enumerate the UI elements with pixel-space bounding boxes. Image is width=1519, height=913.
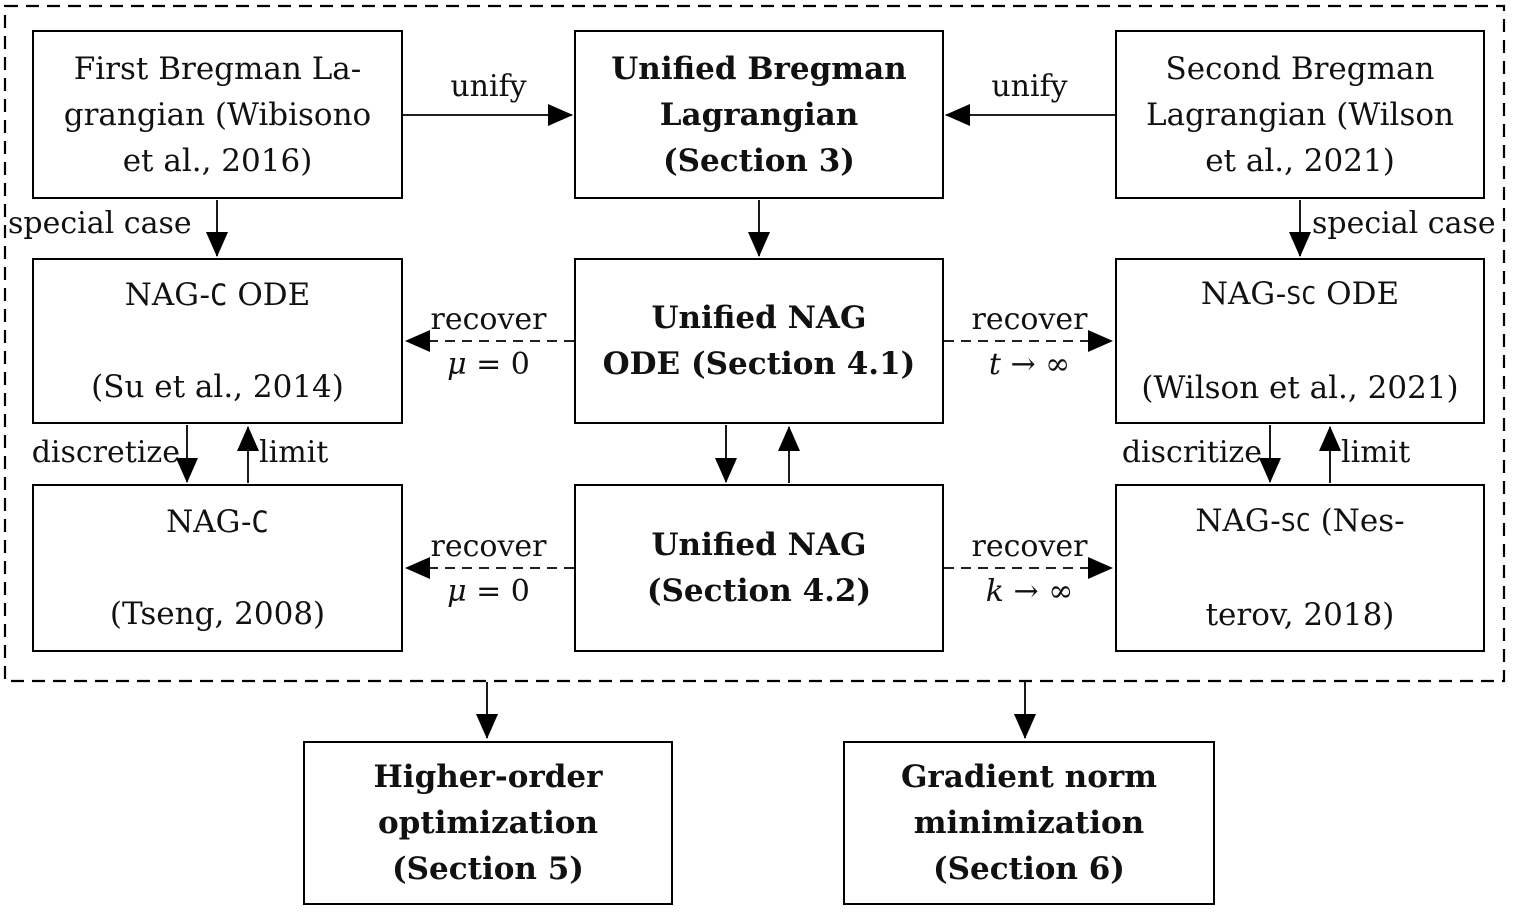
- label-mu-zero-alg: μ = 0: [403, 575, 574, 609]
- label-recover-alg-right: recover: [971, 529, 1088, 564]
- label-special-case-right: special case: [1312, 206, 1496, 241]
- label-recover-ode-left: recover: [430, 302, 547, 337]
- label-t-to-infinity-rest: → ∞: [1000, 347, 1071, 382]
- box-nag-sc-label: NAG-SC (Nes- terov, 2018): [1195, 452, 1404, 684]
- box-second-bregman-lagrangian: Second Bregman Lagrangian (Wilson et al.…: [1115, 30, 1485, 199]
- box-higher-order-optimization: Higher-order optimization (Section 5): [303, 741, 673, 905]
- box-nag-sc-ode-label: NAG-SC ODE (Wilson et al., 2021): [1141, 225, 1458, 457]
- label-discritize-right: discritize: [1121, 435, 1262, 470]
- box-unified-nag-label: Unified NAG (Section 4.2): [646, 527, 872, 609]
- label-special-case-left: special case: [8, 206, 192, 241]
- label-t-to-infinity: t → ∞: [944, 348, 1115, 382]
- box-higher-order-optimization-label: Higher-order optimization (Section 5): [373, 759, 603, 887]
- label-limit-left: limit: [259, 435, 329, 470]
- box-nag-sc-name: NAG-SC (Nes-: [1195, 498, 1404, 546]
- box-nag-sc-ode: NAG-SC ODE (Wilson et al., 2021): [1115, 258, 1485, 424]
- label-t-to-infinity-var: t: [988, 347, 1001, 382]
- nag-c-mono: C: [251, 505, 269, 539]
- box-unified-nag-ode-label: Unified NAG ODE (Section 4.1): [602, 300, 916, 382]
- box-nag-sc: NAG-SC (Nes- terov, 2018): [1115, 484, 1485, 652]
- box-unified-bregman-lagrangian: Unified Bregman Lagrangian (Section 3): [574, 30, 944, 199]
- nag-sc-ode-suffix: ODE: [1316, 276, 1400, 312]
- box-nag-c-ode-label: NAG-C ODE (Su et al., 2014): [91, 226, 344, 456]
- label-unify-right: unify: [991, 69, 1068, 104]
- label-k-to-infinity-var: k: [985, 574, 1004, 609]
- label-mu-zero-ode-rest: = 0: [466, 347, 530, 382]
- box-second-bregman-lagrangian-label: Second Bregman Lagrangian (Wilson et al.…: [1145, 50, 1455, 179]
- label-discretize-left: discretize: [31, 435, 180, 470]
- nag-c-ode-mono: C: [210, 278, 228, 312]
- box-nag-c-name: NAG-C: [110, 499, 325, 545]
- label-unify-left: unify: [450, 69, 527, 104]
- label-mu-zero-ode-var: μ: [447, 347, 467, 382]
- label-mu-zero-alg-rest: = 0: [466, 574, 530, 609]
- box-unified-bregman-lagrangian-label: Unified Bregman Lagrangian (Section 3): [611, 50, 907, 179]
- box-nag-c-citation: (Tseng, 2008): [109, 596, 326, 632]
- nag-sc-mono: SC: [1280, 508, 1311, 537]
- nag-c-ode-prefix: NAG-: [124, 277, 211, 313]
- box-first-bregman-lagrangian: First Bregman La- grangian (Wibisono et …: [32, 30, 403, 199]
- dashed-boundary: [3, 4, 1506, 683]
- box-nag-c-ode: NAG-C ODE (Su et al., 2014): [32, 258, 403, 424]
- box-nag-sc-citation: terov, 2018): [1205, 597, 1395, 633]
- box-gradient-norm-minimization: Gradient norm minimization (Section 6): [843, 741, 1215, 905]
- box-nag-c-label: NAG-C (Tseng, 2008): [110, 453, 325, 683]
- box-nag-c: NAG-C (Tseng, 2008): [32, 484, 403, 652]
- box-nag-sc-ode-name: NAG-SC ODE: [1141, 271, 1458, 319]
- label-limit-right: limit: [1341, 435, 1411, 470]
- box-first-bregman-lagrangian-label: First Bregman La- grangian (Wibisono et …: [63, 50, 372, 179]
- nag-sc-prefix: NAG-: [1195, 503, 1281, 539]
- label-k-to-infinity-rest: → ∞: [1003, 574, 1074, 609]
- box-unified-nag-ode: Unified NAG ODE (Section 4.1): [574, 258, 944, 424]
- box-nag-c-ode-citation: (Su et al., 2014): [91, 369, 344, 405]
- box-gradient-norm-minimization-label: Gradient norm minimization (Section 6): [900, 759, 1158, 887]
- box-nag-sc-ode-citation: (Wilson et al., 2021): [1141, 370, 1459, 406]
- label-mu-zero-ode: μ = 0: [403, 348, 574, 382]
- nag-sc-ode-prefix: NAG-: [1200, 276, 1287, 312]
- box-unified-nag: Unified NAG (Section 4.2): [574, 484, 944, 652]
- box-nag-c-ode-name: NAG-C ODE: [91, 272, 344, 318]
- label-k-to-infinity: k → ∞: [944, 575, 1115, 609]
- nag-sc-suffix: (Nes-: [1310, 503, 1405, 539]
- label-recover-alg-left: recover: [430, 529, 547, 564]
- nag-sc-ode-mono: SC: [1286, 281, 1317, 310]
- nag-c-ode-suffix: ODE: [227, 277, 311, 313]
- label-mu-zero-alg-var: μ: [447, 574, 467, 609]
- nag-c-prefix: NAG-: [166, 504, 252, 540]
- label-recover-ode-right: recover: [971, 302, 1088, 337]
